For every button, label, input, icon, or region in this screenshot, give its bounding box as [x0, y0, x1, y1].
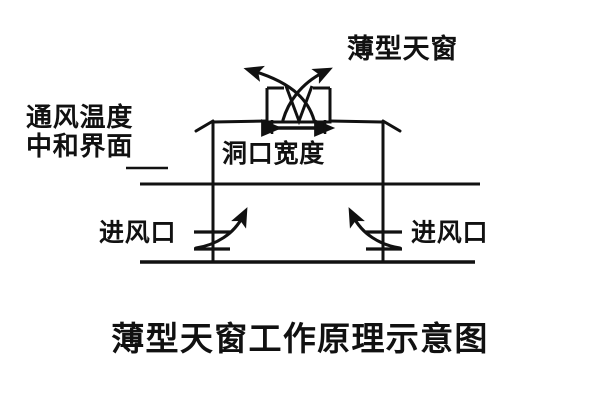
- label-skylight: 薄型天窗: [347, 34, 459, 65]
- inlet-left: [194, 207, 248, 251]
- roof-slopes: [194, 119, 402, 133]
- label-inlet-left: 进风口: [99, 218, 177, 247]
- label-neutral-plane-line2: 中和界面: [26, 132, 134, 163]
- exhaust-arrow-left: [243, 65, 316, 122]
- label-opening-width: 洞口宽度: [222, 139, 326, 168]
- opening-width-dimension: [261, 119, 336, 137]
- figure-caption: 薄型天窗工作原理示意图: [111, 319, 489, 358]
- label-neutral-plane: 通风温度 中和界面: [26, 103, 134, 163]
- building-walls: [211, 121, 385, 262]
- label-neutral-plane-line1: 通风温度: [26, 103, 134, 133]
- label-inlet-right: 进风口: [411, 218, 489, 247]
- inlet-right: [348, 207, 402, 251]
